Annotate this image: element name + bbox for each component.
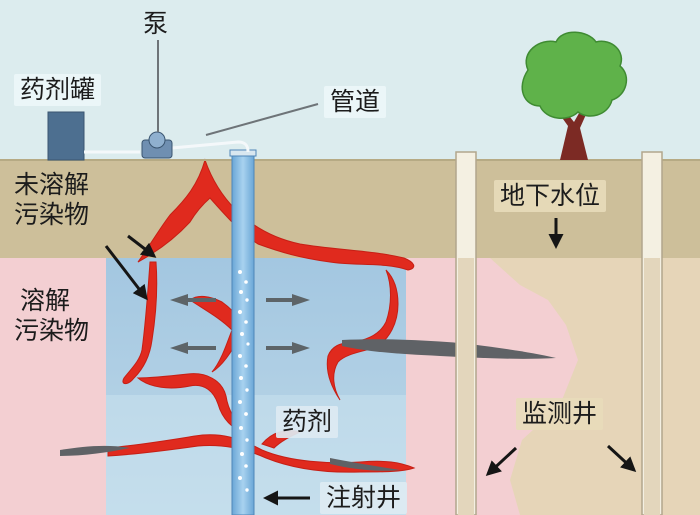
injection-well-label: 注射井	[320, 482, 408, 514]
pipe-leader-line	[205, 103, 319, 136]
arrow-monitor-right	[606, 444, 637, 473]
undissolved-contaminant-label: 未溶解 污染物	[14, 170, 89, 230]
flow-arrow-right-lower	[266, 342, 310, 354]
undissolved-line-1: 未溶解	[14, 170, 90, 199]
pump-label: 泵	[143, 9, 169, 38]
undissolved-line-2: 污染物	[14, 200, 90, 229]
reagent-label: 药剂	[276, 406, 339, 438]
flow-arrow-left-upper	[170, 294, 216, 306]
flow-arrow-right-upper	[266, 294, 310, 306]
flow-arrow-left-lower	[170, 342, 216, 354]
arrow-monitor-left	[485, 446, 518, 477]
arrow-undissolved-1	[127, 234, 157, 258]
dissolved-line-1: 溶解	[20, 286, 71, 315]
injection-well-cap	[229, 149, 257, 157]
tank-label: 药剂罐	[14, 74, 102, 106]
dissolved-line-2: 污染物	[14, 316, 90, 345]
water-table-label: 地下水位	[494, 180, 607, 212]
pipe-label: 管道	[324, 86, 387, 118]
reagent-bubbles	[237, 270, 250, 492]
reagent-tank	[47, 111, 85, 161]
monitoring-well-label: 监测井	[516, 398, 604, 430]
dissolved-contaminant-label: 溶解 污染物	[14, 286, 89, 346]
reagent-flow-arrows	[170, 294, 310, 354]
monitoring-well-left	[455, 151, 477, 515]
monitoring-well-right	[641, 151, 663, 515]
pump	[141, 131, 173, 159]
dnapl-pools	[60, 339, 556, 471]
pipe	[84, 140, 250, 154]
tree	[521, 31, 628, 160]
annotation-arrows	[104, 218, 637, 506]
tree-foliage	[521, 31, 628, 119]
arrow-undissolved-2	[104, 245, 148, 301]
tree-trunk	[558, 108, 588, 160]
